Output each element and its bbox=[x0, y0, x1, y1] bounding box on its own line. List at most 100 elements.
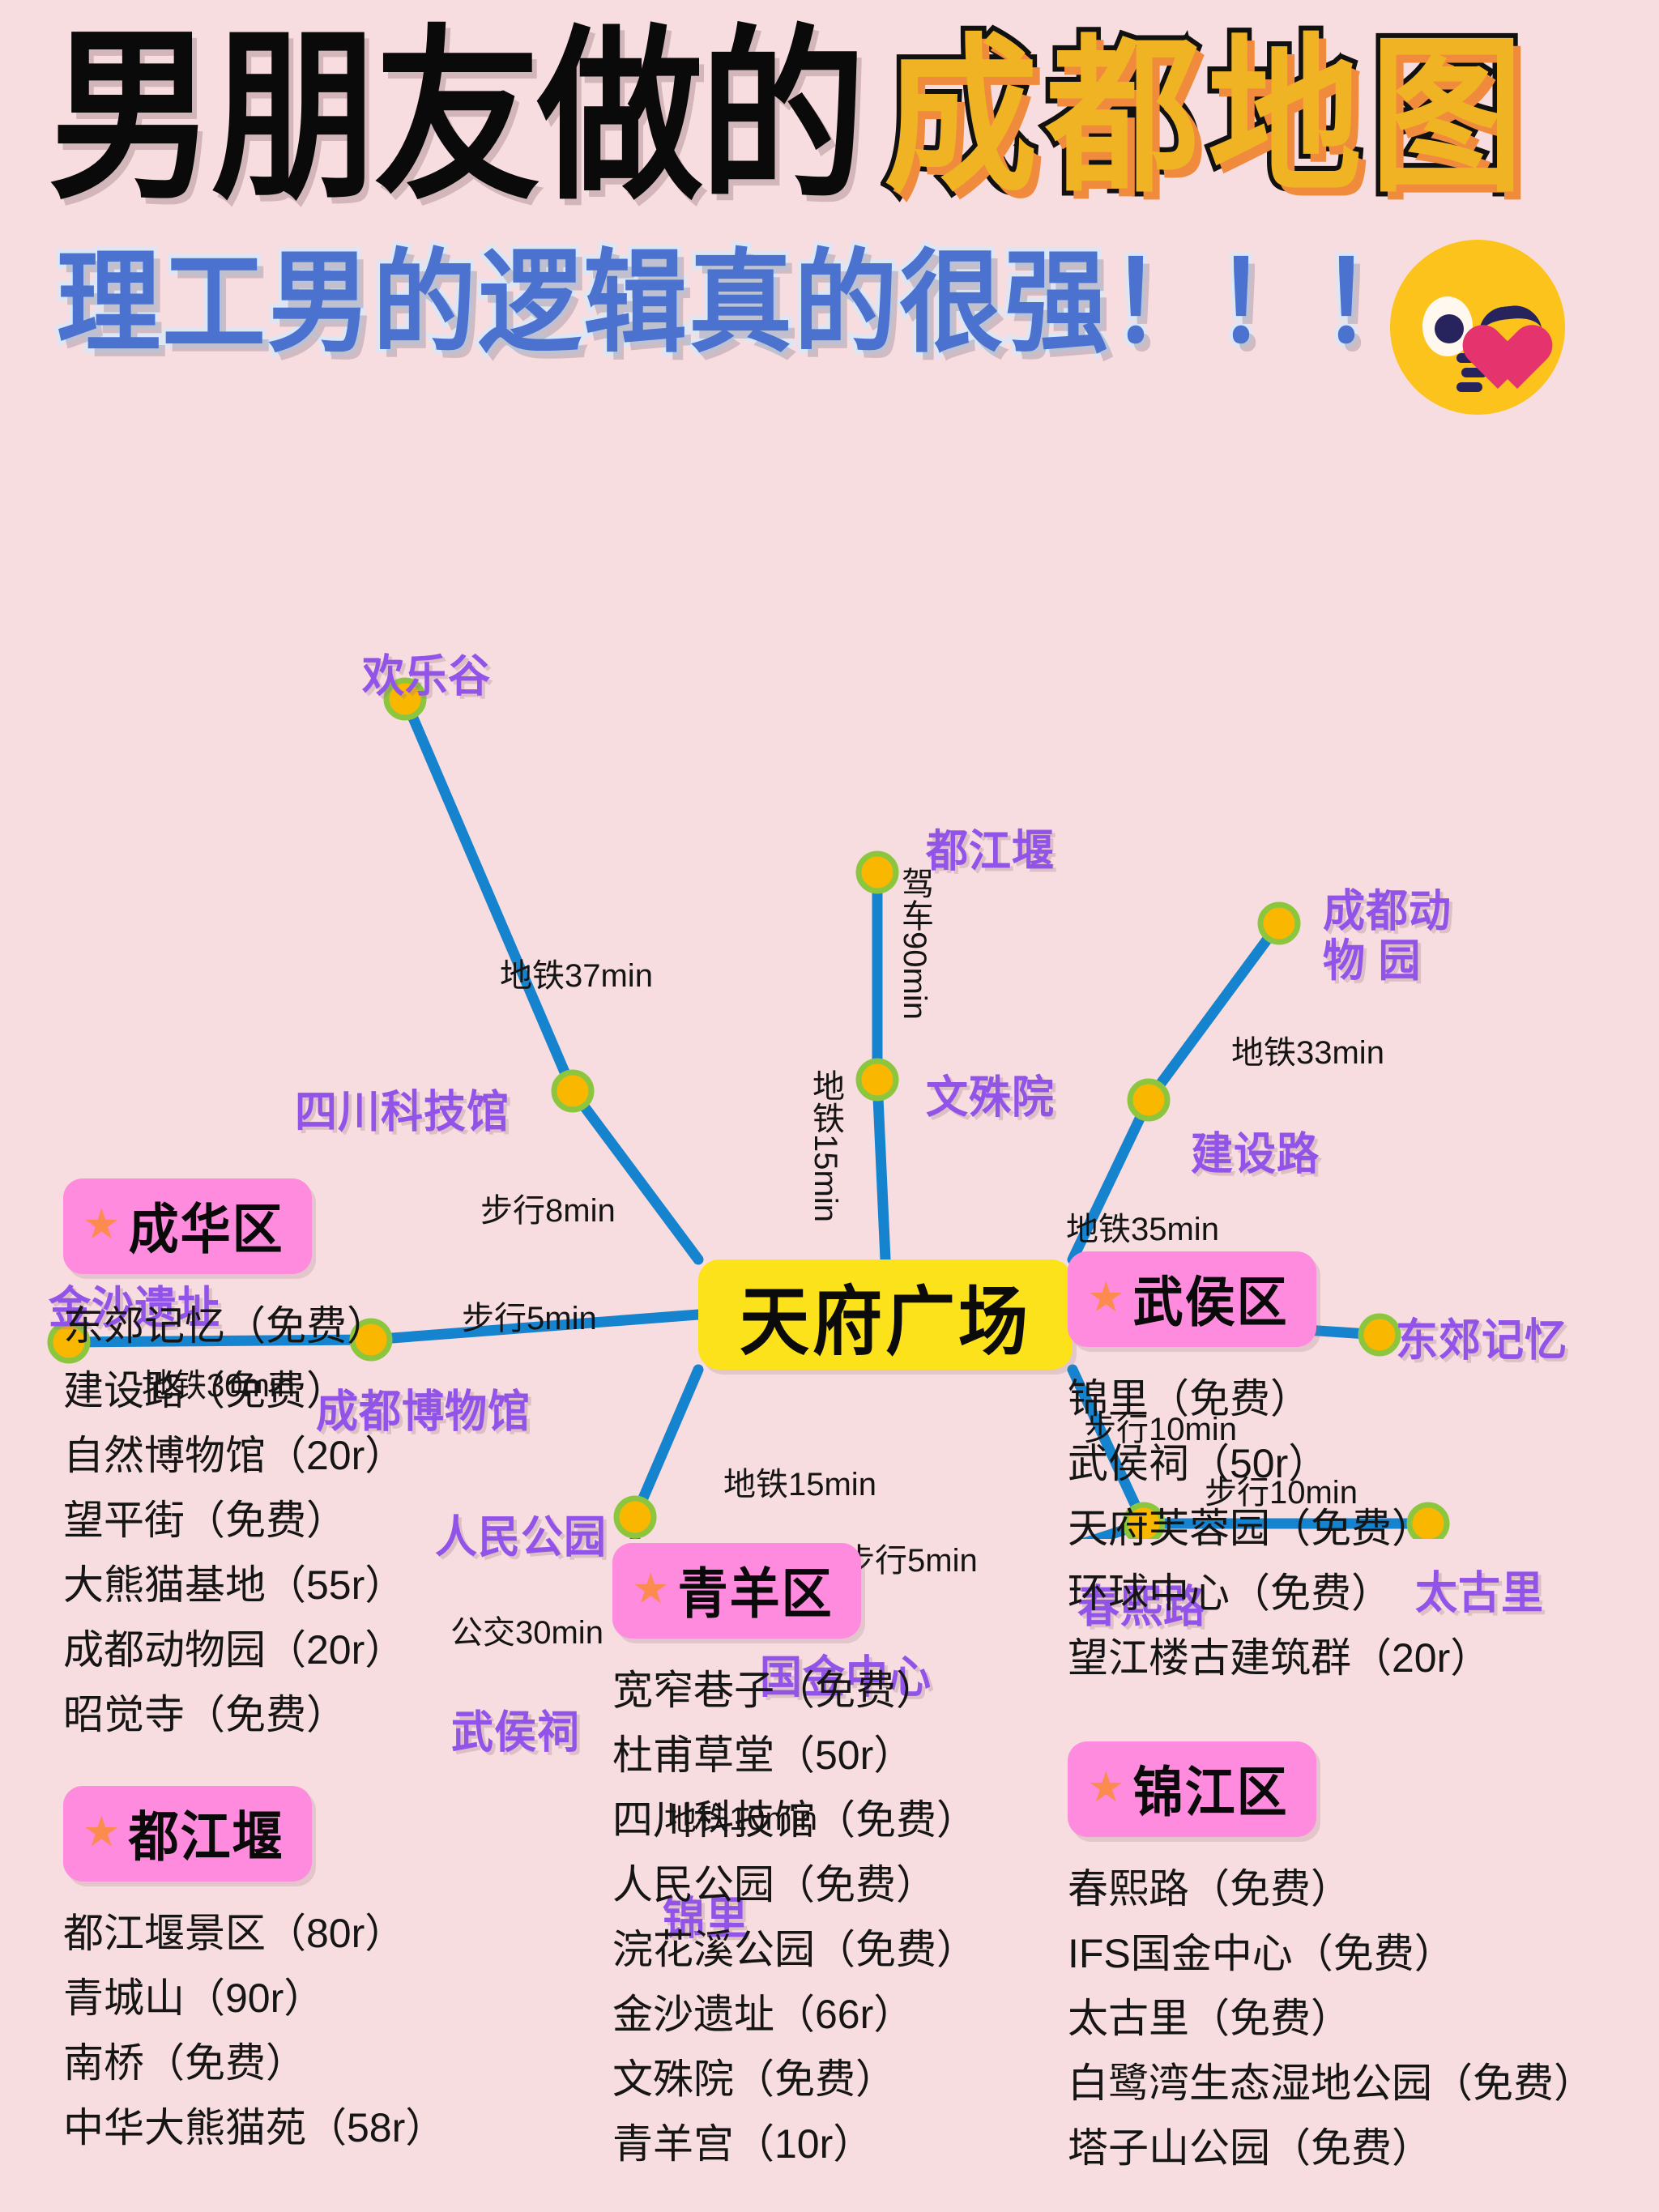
district-name: 青羊区 bbox=[677, 1564, 834, 1626]
station-dot[interactable] bbox=[855, 1058, 899, 1102]
map-line bbox=[1080, 1518, 1149, 1539]
list-item: 青羊宫（10r） bbox=[612, 2121, 874, 2167]
station-label: 文殊院 bbox=[926, 1072, 1056, 1123]
district-badge-chenghua[interactable]: ★ 成华区 bbox=[63, 1178, 312, 1274]
station-dot[interactable] bbox=[1358, 1313, 1401, 1357]
district-list-qingyang: 宽窄巷子（免费） 杜甫草堂（50r） 四川科技馆（免费） 人民公园（免费） 浣花… bbox=[612, 1658, 977, 2176]
station-dot[interactable] bbox=[1257, 901, 1301, 945]
station-dot[interactable] bbox=[613, 1495, 657, 1539]
list-item: 青城山（90r） bbox=[63, 1975, 325, 2021]
list-item: 大熊猫基地（55r） bbox=[63, 1562, 406, 1608]
list-item: 塔子山公园（免费） bbox=[1068, 2125, 1432, 2171]
station-dot[interactable] bbox=[383, 677, 427, 721]
title-black-part: 男朋友做的 bbox=[49, 13, 866, 221]
district-badge-wuhou[interactable]: ★ 武侯区 bbox=[1068, 1251, 1316, 1347]
map-line bbox=[1143, 918, 1285, 1106]
map-line bbox=[872, 1074, 891, 1265]
list-item: 中华大熊猫苑（58r） bbox=[63, 2105, 446, 2150]
list-item: 成都动物园（20r） bbox=[63, 1627, 406, 1673]
list-item: 浣花溪公园（免费） bbox=[612, 1927, 977, 1972]
map-line bbox=[399, 693, 578, 1097]
district-list-wuhou: 锦里（免费） 武侯祠（50r） 天府芙蓉园（免费） 环球中心（免费） 望江楼古建… bbox=[1068, 1366, 1491, 1690]
edge-duration-label: 地铁33min bbox=[1231, 1035, 1384, 1071]
station-label: 欢乐谷 bbox=[362, 651, 492, 702]
face-blowing-a-kiss-icon bbox=[1390, 240, 1565, 415]
page-title: 男朋友做的 成都地图 bbox=[49, 13, 1653, 221]
star-icon: ★ bbox=[632, 1566, 670, 1613]
station-label: 都江堰 bbox=[926, 826, 1056, 877]
edge-duration-label: 地铁30min bbox=[142, 1368, 295, 1404]
title-yellow-part: 成都地图 bbox=[879, 23, 1533, 212]
station-label: 东郊记忆 bbox=[1396, 1315, 1568, 1366]
station-dot[interactable] bbox=[349, 1318, 393, 1362]
station-label: 成都博物馆 bbox=[316, 1387, 531, 1438]
list-item: 都江堰景区（80r） bbox=[63, 1911, 406, 1956]
district-panel-dujiangyan: ★ 都江堰 都江堰景区（80r） 青城山（90r） 南桥（免费） 中华大熊猫苑（… bbox=[63, 1786, 446, 2160]
emoji-heart-icon bbox=[1481, 327, 1555, 402]
district-name: 成华区 bbox=[128, 1200, 284, 1261]
district-badge-jinjiang[interactable]: ★ 锦江区 bbox=[1068, 1741, 1316, 1837]
list-item: 锦里（免费） bbox=[1068, 1376, 1311, 1421]
station-label: 国金中心 bbox=[760, 1652, 932, 1703]
district-list-jinjiang: 春熙路（免费） IFS国金中心（免费） 太古里（免费） 白鹭湾生态湿地公园（免费… bbox=[1068, 1856, 1594, 2180]
district-panel-chenghua: ★ 成华区 东郊记忆（免费） 建设路（免费） 自然博物馆（20r） 望平街（免费… bbox=[63, 1178, 405, 1747]
edge-duration-label: 地铁35min bbox=[1066, 1212, 1219, 1247]
district-list-chenghua: 东郊记忆（免费） 建设路（免费） 自然博物馆（20r） 望平街（免费） 大熊猫基… bbox=[63, 1294, 405, 1747]
star-icon: ★ bbox=[83, 1809, 121, 1856]
list-item: 自然博物馆（20r） bbox=[63, 1433, 406, 1478]
map-line bbox=[1067, 1094, 1154, 1265]
edge-duration-label: 驾车90min bbox=[897, 867, 932, 1020]
edge-duration-label: 步行5min bbox=[842, 1543, 978, 1579]
station-label: 锦里 bbox=[663, 1894, 749, 1945]
edge-duration-label: 地铁15min bbox=[723, 1467, 876, 1502]
hub-node-tianfu-square[interactable]: 天府广场 bbox=[698, 1259, 1073, 1370]
edge-duration-label: 步行10min bbox=[1205, 1475, 1358, 1511]
district-badge-qingyang[interactable]: ★ 青羊区 bbox=[612, 1543, 861, 1639]
station-dot[interactable] bbox=[1122, 1502, 1166, 1539]
edge-duration-label: 公交30min bbox=[450, 1615, 603, 1651]
station-dot[interactable] bbox=[47, 1320, 91, 1364]
map-line bbox=[629, 1364, 704, 1523]
district-panel-qingyang: ★ 青羊区 宽窄巷子（免费） 杜甫草堂（50r） 四川科技馆（免费） 人民公园（… bbox=[612, 1543, 977, 2176]
station-label: 建设路 bbox=[1191, 1129, 1320, 1180]
list-item: 金沙遗址（66r） bbox=[612, 1992, 915, 2037]
list-item: 太古里（免费） bbox=[1068, 1996, 1351, 2041]
district-list-dujiangyan: 都江堰景区（80r） 青城山（90r） 南桥（免费） 中华大熊猫苑（58r） bbox=[63, 1901, 446, 2160]
station-label: 金沙遗址 bbox=[49, 1283, 221, 1334]
list-item: IFS国金中心（免费） bbox=[1068, 1931, 1455, 1976]
map-line bbox=[1067, 1364, 1149, 1529]
station-dot[interactable] bbox=[1406, 1502, 1450, 1539]
list-item: 文殊院（免费） bbox=[612, 2056, 896, 2102]
list-item: 白鹭湾生态湿地公园（免费） bbox=[1068, 2061, 1594, 2106]
district-badge-dujiangyan[interactable]: ★ 都江堰 bbox=[63, 1786, 312, 1882]
star-icon: ★ bbox=[1087, 1274, 1125, 1321]
list-item: 环球中心（免费） bbox=[1068, 1571, 1392, 1616]
station-dot[interactable] bbox=[855, 850, 899, 894]
hub-label: 天府广场 bbox=[740, 1280, 1031, 1365]
district-name: 武侯区 bbox=[1132, 1272, 1289, 1334]
list-item: 春熙路（免费） bbox=[1068, 1866, 1351, 1912]
list-item: 东郊记忆（免费） bbox=[63, 1303, 387, 1349]
list-item: 宽窄巷子（免费） bbox=[612, 1668, 936, 1713]
station-label: 成都动物 园 bbox=[1323, 886, 1452, 987]
district-panel-jinjiang: ★ 锦江区 春熙路（免费） IFS国金中心（免费） 太古里（免费） 白鹭湾生态湿… bbox=[1068, 1741, 1594, 2180]
star-icon: ★ bbox=[1087, 1764, 1125, 1811]
edge-duration-label: 步行8min bbox=[480, 1193, 616, 1229]
station-label: 太古里 bbox=[1415, 1568, 1545, 1619]
map-line bbox=[567, 1085, 704, 1265]
station-dot[interactable] bbox=[551, 1069, 595, 1113]
district-panel-wuhou: ★ 武侯区 锦里（免费） 武侯祠（50r） 天府芙蓉园（免费） 环球中心（免费）… bbox=[1068, 1251, 1491, 1690]
page-subtitle: 理工男的逻辑真的很强！！！ bbox=[53, 237, 1427, 369]
edge-duration-label: 步行5min bbox=[462, 1301, 597, 1336]
station-dot[interactable] bbox=[1127, 1078, 1171, 1122]
list-item: 人民公园（免费） bbox=[612, 1862, 936, 1907]
list-item: 四川科技馆（免费） bbox=[612, 1797, 977, 1843]
map-line bbox=[365, 1309, 704, 1345]
metro-map: 欢乐谷四川科技馆金沙遗址成都博物馆都江堰文殊院成都动物 园建设路东郊记忆人民公园… bbox=[0, 405, 1659, 1944]
star-icon: ★ bbox=[83, 1201, 121, 1248]
map-lines bbox=[47, 677, 1450, 1539]
station-label: 人民公园 bbox=[435, 1512, 608, 1563]
station-label: 春熙路 bbox=[1077, 1582, 1207, 1633]
edge-duration-label: 步行10min bbox=[1084, 1412, 1237, 1447]
